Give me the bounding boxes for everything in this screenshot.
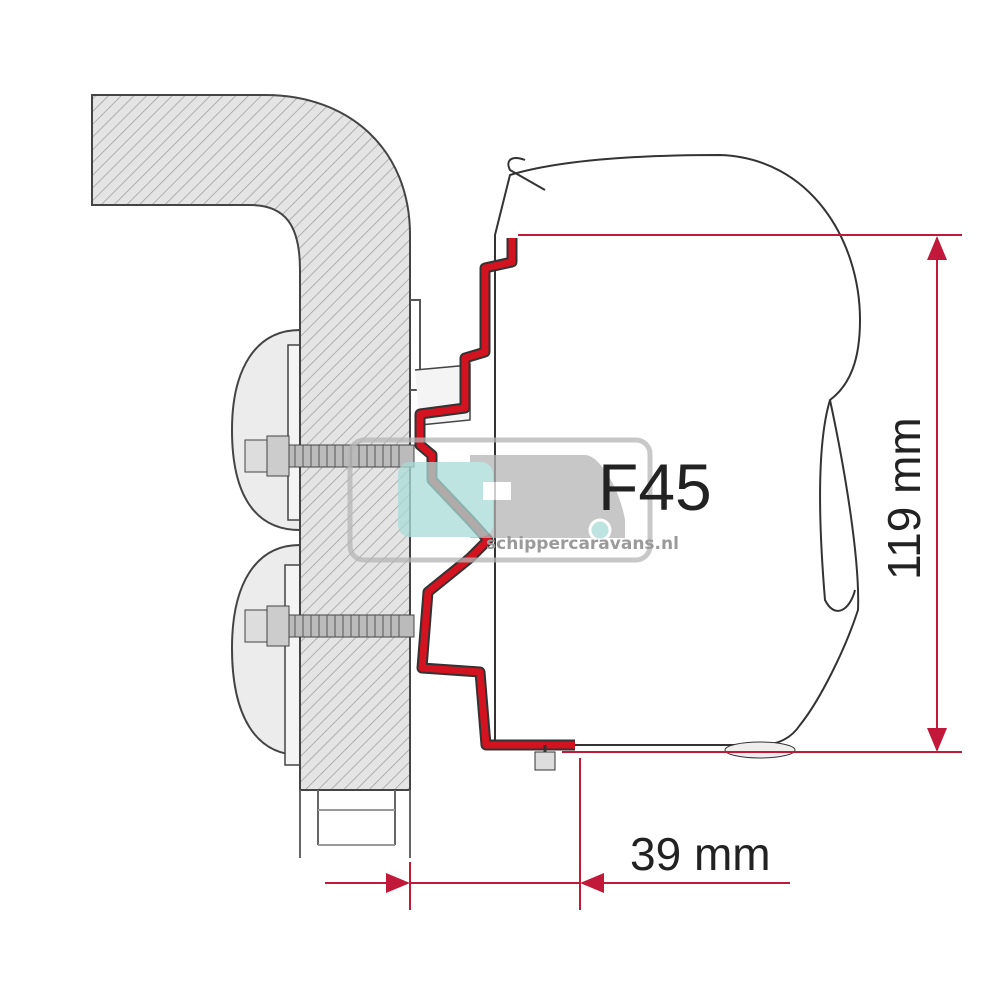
watermark-text: schippercaravans.nl	[486, 534, 679, 554]
height-dimension-lines	[518, 234, 962, 753]
vehicle-rail	[299, 299, 421, 858]
bolt-lower	[244, 605, 415, 647]
depth-dimension-label: 39 mm	[630, 828, 771, 880]
awning-roller-bottom	[724, 741, 796, 759]
watermark-logo	[347, 437, 653, 563]
housing-groove	[819, 399, 856, 612]
bracket-nut	[534, 745, 556, 771]
height-dimension-label: 119 mm	[878, 417, 930, 580]
awning-hook	[507, 157, 546, 191]
depth-dimension-lines	[325, 758, 790, 910]
model-label: F45	[598, 450, 712, 524]
mounting-knob-upper	[230, 328, 303, 532]
awning-housing	[494, 153, 862, 746]
mounting-knob-lower	[230, 543, 301, 766]
